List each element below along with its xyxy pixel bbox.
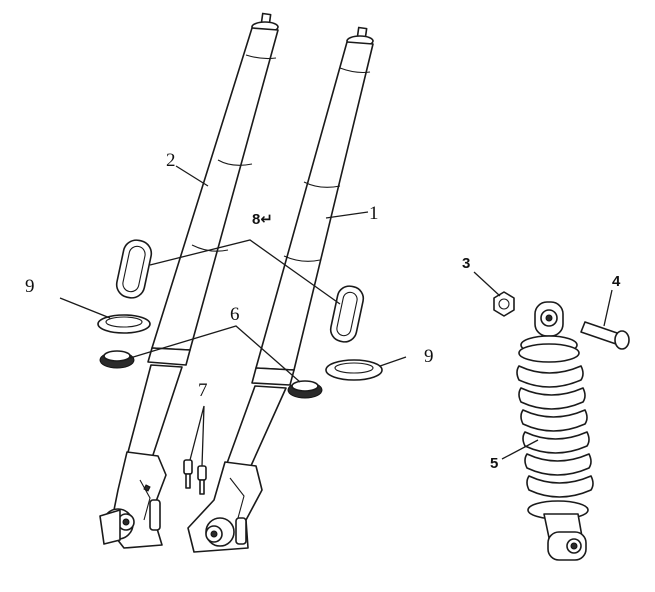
shock-spring <box>516 365 594 498</box>
slider-pad-left <box>115 239 153 299</box>
callout-label-9-left: 9 <box>25 276 35 297</box>
callout-label-5: 5 <box>490 455 498 472</box>
shock-bolt <box>580 321 630 350</box>
leader-lines <box>59 165 613 467</box>
bolt-pair <box>183 459 207 495</box>
fork-tube-left <box>99 12 279 549</box>
callout-label-9-right: 9 <box>424 346 434 367</box>
callout-labels: 2 1 8↵ 9 9 6 7 3 4 5 <box>25 150 621 472</box>
callout-label-8: 8↵ <box>252 211 273 228</box>
oil-seal-left <box>99 350 135 369</box>
callout-label-3: 3 <box>462 255 470 272</box>
nut <box>493 291 515 317</box>
fork-tube-right <box>187 26 374 553</box>
callout-1-label-2: 2 <box>166 150 176 171</box>
washer-left <box>97 314 151 334</box>
rear-shock-absorber <box>516 301 594 561</box>
callout-label-4: 4 <box>612 273 621 290</box>
oil-seal-right <box>287 380 323 399</box>
washer-right <box>325 359 383 381</box>
callout-label-7: 7 <box>198 380 208 401</box>
callout-label-6: 6 <box>230 304 240 325</box>
slider-pad-right <box>329 285 365 343</box>
callout-label-1: 1 <box>369 203 379 224</box>
